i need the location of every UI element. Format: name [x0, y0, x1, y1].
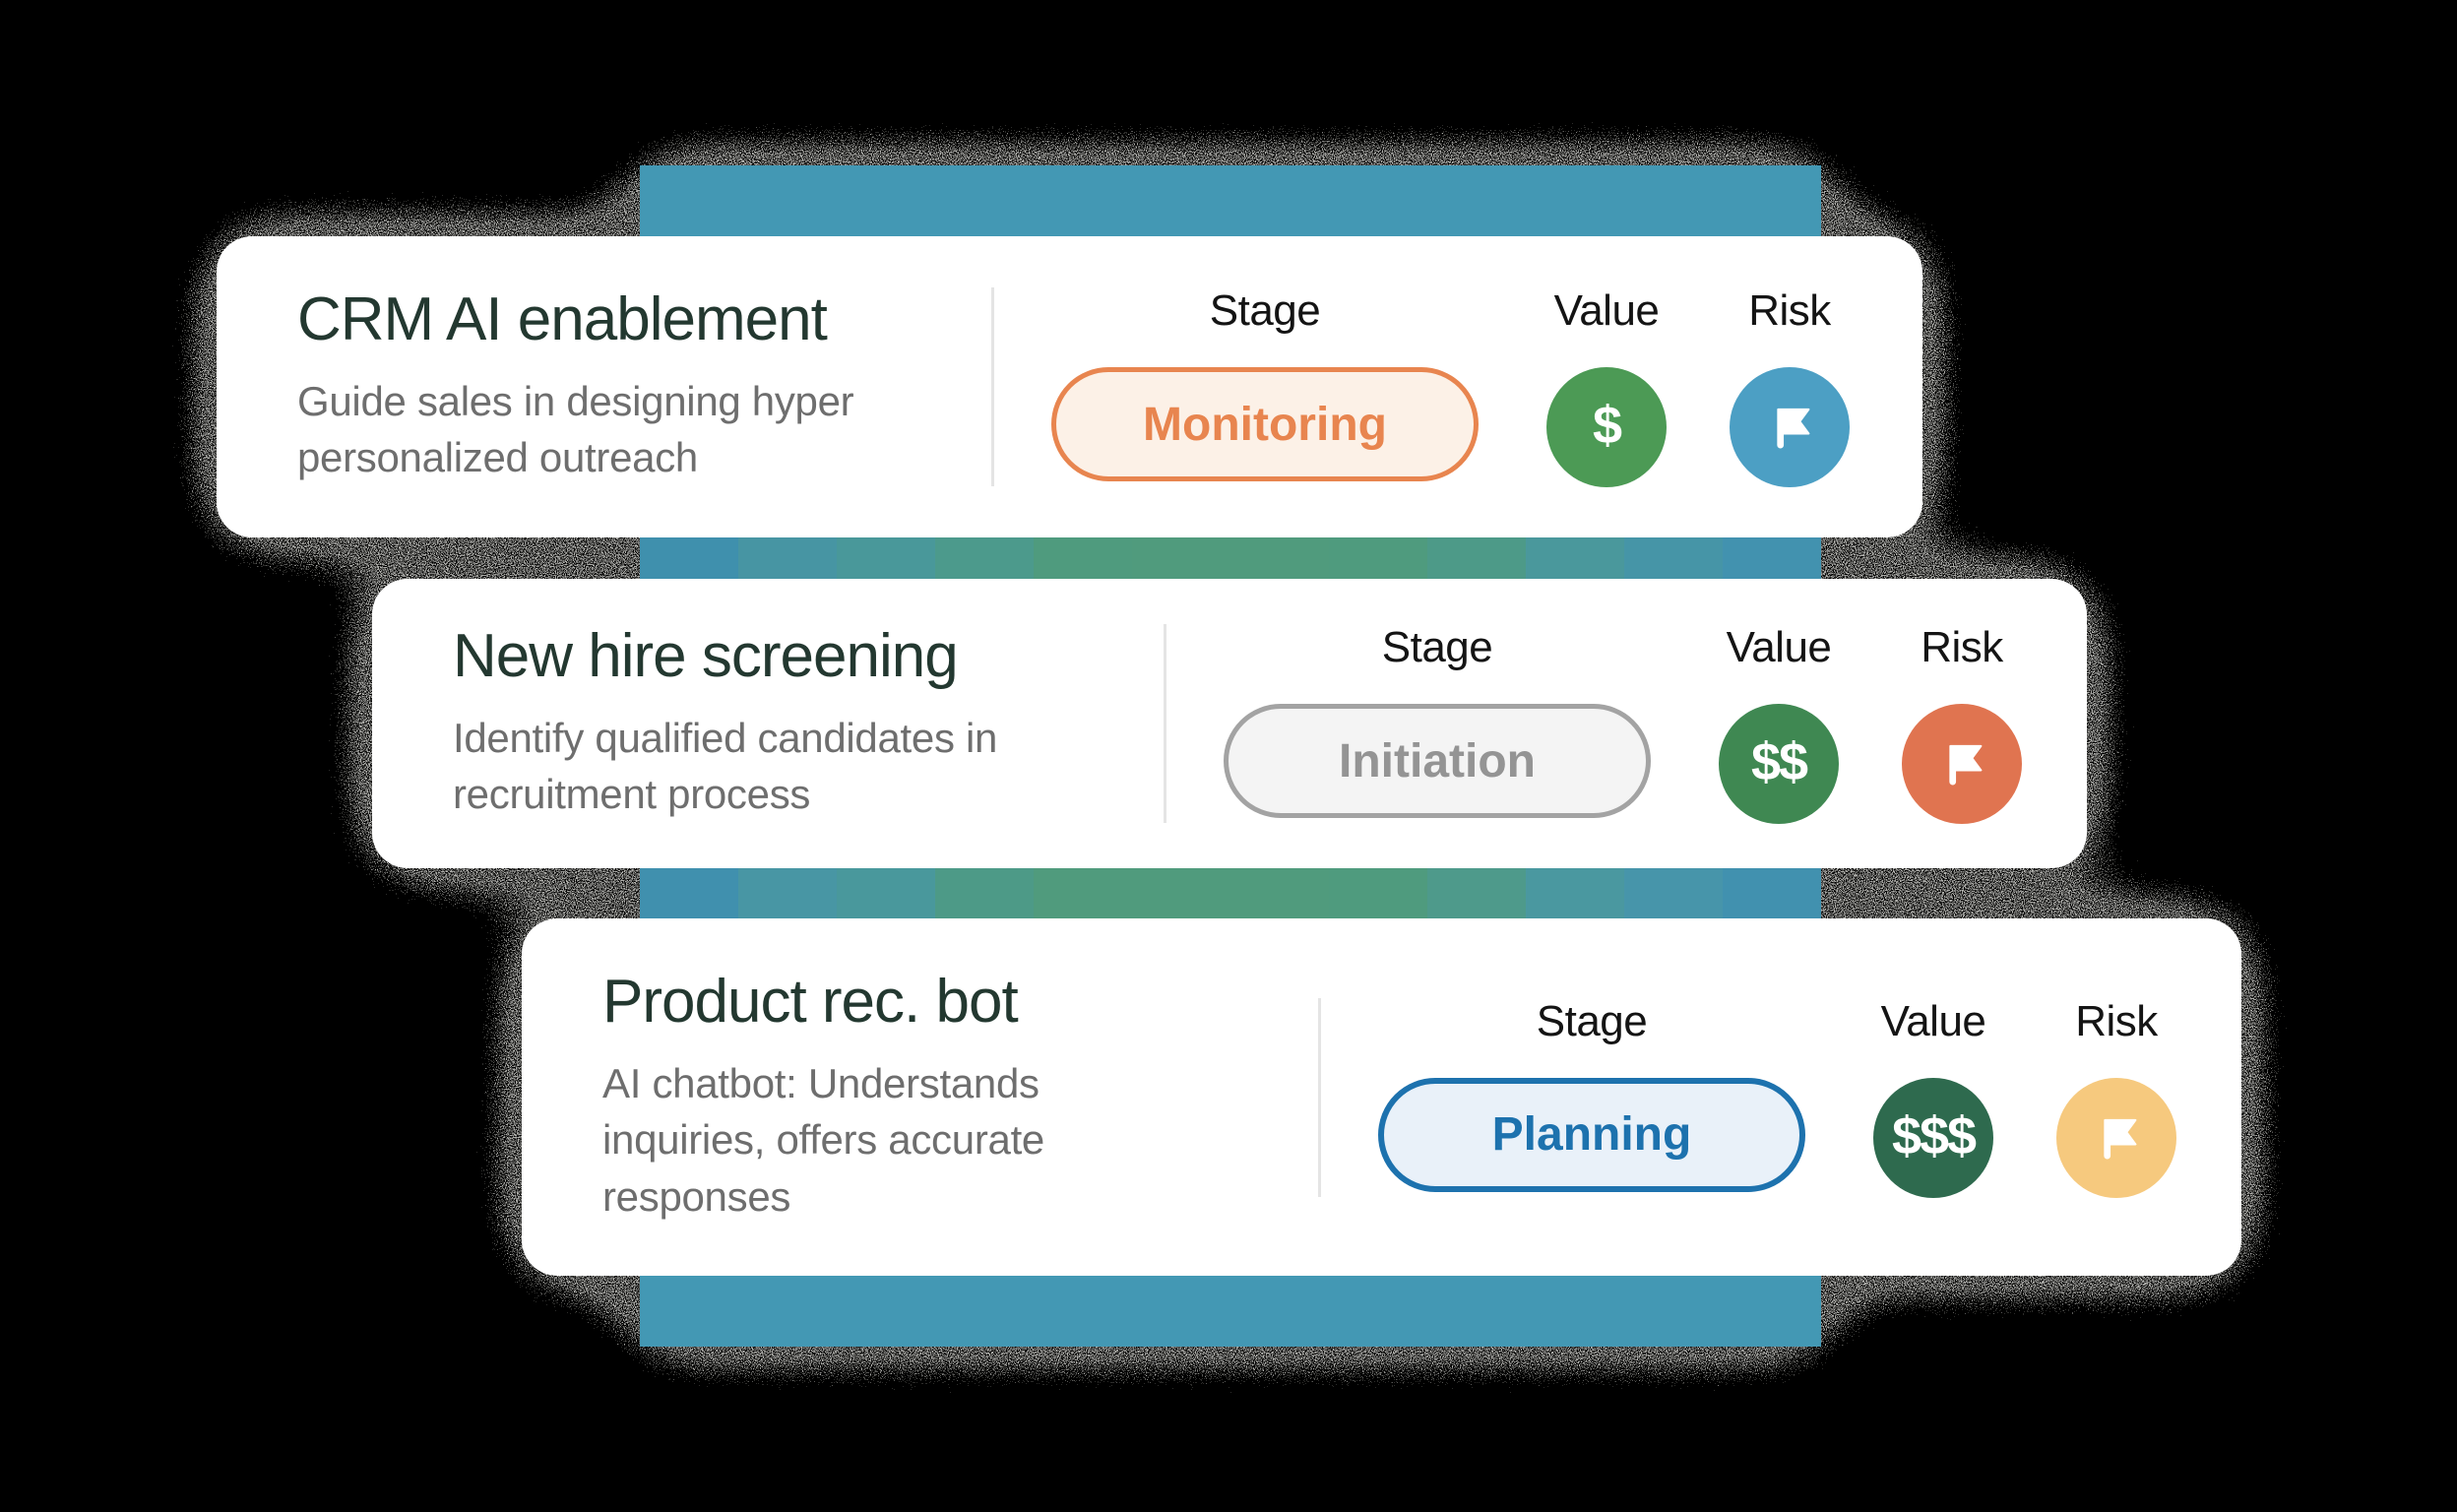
vertical-divider	[991, 287, 994, 486]
dollar-amount: $	[1592, 396, 1622, 455]
risk-column: Risk	[1901, 623, 2023, 824]
card-text-block: New hire screening Identify qualified ca…	[453, 622, 1164, 822]
value-badge: $$$	[1873, 1077, 1993, 1198]
flag-icon	[1949, 744, 1983, 786]
project-card-new-hire-screening: New hire screening Identify qualified ca…	[372, 579, 2087, 868]
value-column: Value $	[1545, 286, 1668, 487]
card-description: AI chatbot: Understands inquiries, offer…	[602, 1060, 1044, 1220]
risk-column: Risk	[1729, 286, 1851, 487]
card-text-block: Product rec. bot AI chatbot: Understands…	[602, 968, 1318, 1224]
value-column: Value $$$	[1872, 997, 1994, 1198]
flag-icon	[2104, 1118, 2137, 1159]
risk-header: Risk	[1748, 286, 1831, 335]
dollar-amount: $$$	[1891, 1105, 1977, 1166]
stage-pill[interactable]: Planning	[1378, 1077, 1805, 1192]
card-description: Identify qualified candidates in recruit…	[453, 715, 998, 818]
risk-header: Risk	[1921, 623, 2003, 671]
stage-pill[interactable]: Monitoring	[1051, 367, 1479, 481]
card-text-block: CRM AI enablement Guide sales in designi…	[297, 285, 991, 485]
stage-column: Stage Monitoring	[1051, 286, 1479, 481]
stage-header: Stage	[1381, 623, 1493, 671]
value-column: Value $$	[1718, 623, 1840, 824]
risk-header: Risk	[2075, 996, 2158, 1045]
card-description: Guide sales in designing hyper personali…	[297, 378, 854, 481]
card-title: Product rec. bot	[602, 968, 1019, 1037]
card-title: CRM AI enablement	[297, 285, 828, 354]
risk-column: Risk	[2055, 997, 2177, 1198]
value-header: Value	[1880, 996, 1986, 1045]
project-card-crm-ai-enablement: CRM AI enablement Guide sales in designi…	[217, 236, 1922, 537]
value-header: Value	[1553, 286, 1660, 335]
card-metrics-block: Stage Monitoring Value $ Risk	[1051, 286, 1851, 487]
card-metrics-block: Stage Planning Value $$$ Risk	[1378, 997, 2177, 1198]
project-card-product-rec-bot: Product rec. bot AI chatbot: Understands…	[522, 918, 2241, 1276]
stage-header: Stage	[1209, 286, 1321, 335]
vertical-divider	[1318, 997, 1321, 1197]
stage-column: Stage Planning	[1378, 997, 1805, 1192]
value-badge: $	[1546, 367, 1667, 487]
risk-badge	[1902, 704, 2022, 824]
card-title: New hire screening	[453, 622, 959, 691]
card-metrics-block: Stage Initiation Value $$ Risk	[1224, 623, 2023, 824]
stage-header: Stage	[1536, 996, 1648, 1045]
risk-badge	[1730, 367, 1850, 487]
flag-icon	[1777, 408, 1810, 449]
risk-badge	[2056, 1077, 2176, 1198]
vertical-divider	[1164, 624, 1166, 823]
value-header: Value	[1726, 623, 1832, 671]
stage-column: Stage Initiation	[1224, 623, 1651, 818]
dollar-amount: $$	[1750, 732, 1808, 791]
stage-pill[interactable]: Initiation	[1224, 704, 1651, 818]
value-badge: $$	[1719, 704, 1839, 824]
